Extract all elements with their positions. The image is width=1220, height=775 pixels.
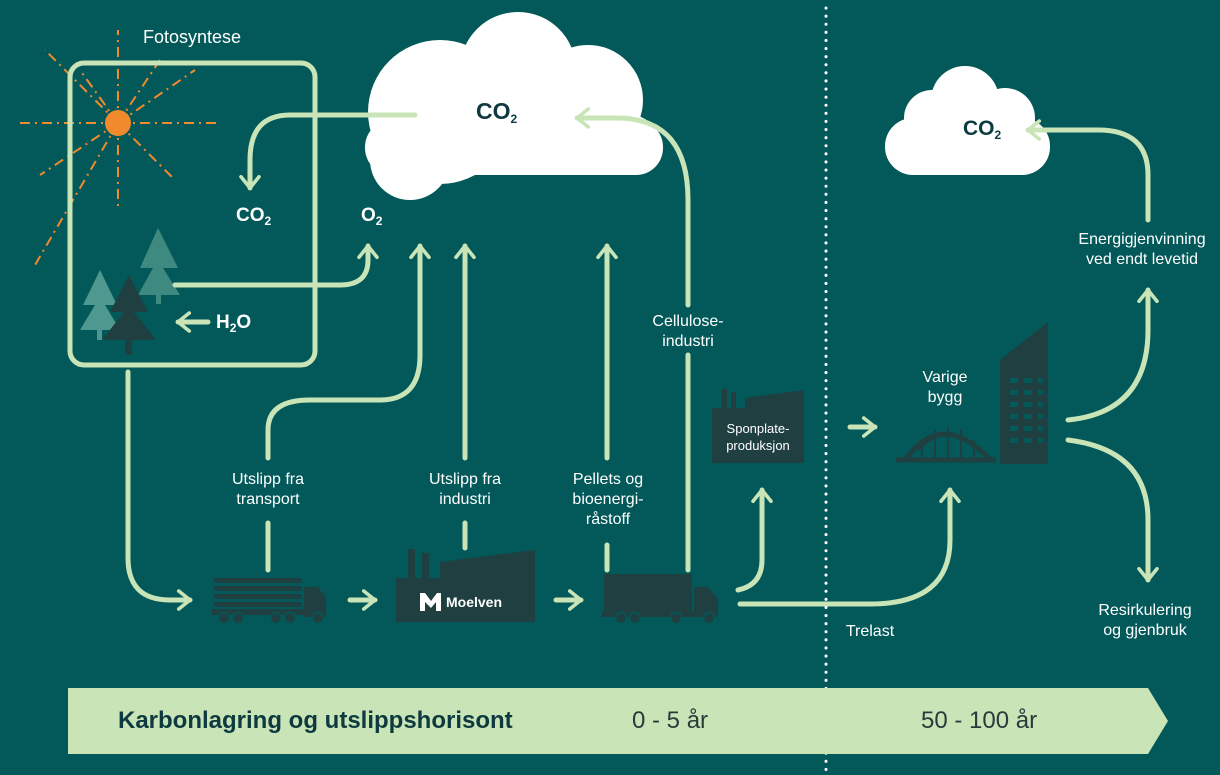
photosynthesis-box — [67, 60, 318, 368]
energy-recovery-label: Energigjenvinning ved endt levetid — [1078, 231, 1206, 268]
arrow-recycling — [1065, 437, 1159, 583]
tower-building-icon — [1000, 322, 1048, 464]
timber-truck-icon — [212, 578, 326, 625]
arrow-forest-to-truck — [125, 369, 193, 611]
durable-buildings-label: Varige bygg — [922, 369, 968, 406]
co2-cloud-label: CO2 — [476, 98, 518, 126]
transport-emission-label: Utslipp fra transport — [231, 471, 305, 508]
banner-period-long: 50 - 100 år — [921, 707, 1038, 734]
cloud-main — [365, 12, 663, 200]
banner-title: Karbonlagring og utslippshorisont — [118, 707, 513, 734]
recycling-label: Resirkulering og gjenbruk — [1098, 602, 1192, 639]
photosynthesis-label: Fotosyntese — [142, 27, 242, 47]
arrow-cellulose-to-cloud — [574, 107, 691, 308]
industry-emission-label: Utslipp fra industri — [428, 471, 502, 508]
banner-period-short: 0 - 5 år — [632, 707, 709, 734]
arrow-tree-to-o2 — [172, 243, 379, 288]
o2-label: O2 — [361, 205, 383, 228]
arrow-transport-emission — [265, 243, 431, 461]
horizon-banner — [68, 688, 1168, 754]
sponplate-factory-icon — [712, 389, 804, 463]
arrow-cloud-to-box — [239, 112, 418, 191]
sun-icon — [18, 30, 218, 266]
trees-icon — [80, 228, 180, 355]
arrow-to-sponplate — [735, 487, 773, 593]
arrow-energy-to-cloud — [1025, 119, 1151, 223]
sponplate-label: Sponplate- produksjon — [726, 421, 790, 453]
cloud-right — [885, 66, 1050, 175]
bridge-icon — [896, 427, 996, 463]
moelven-factory-icon — [396, 549, 535, 622]
pellets-label: Pellets og bioenergi- råstoff — [572, 471, 644, 528]
arrow-energy-recovery — [1065, 287, 1159, 423]
co2-right-cloud-label: CO2 — [963, 117, 1002, 142]
box-truck-icon — [602, 574, 718, 625]
h2o-label: H2O — [216, 312, 252, 335]
arrow-trelast — [737, 487, 961, 607]
co2-box-label: CO2 — [236, 205, 272, 228]
moelven-logo-text: Moelven — [446, 594, 503, 610]
lumber-label: Trelast — [845, 623, 895, 640]
cellulose-label: Cellulose- industri — [652, 313, 724, 350]
